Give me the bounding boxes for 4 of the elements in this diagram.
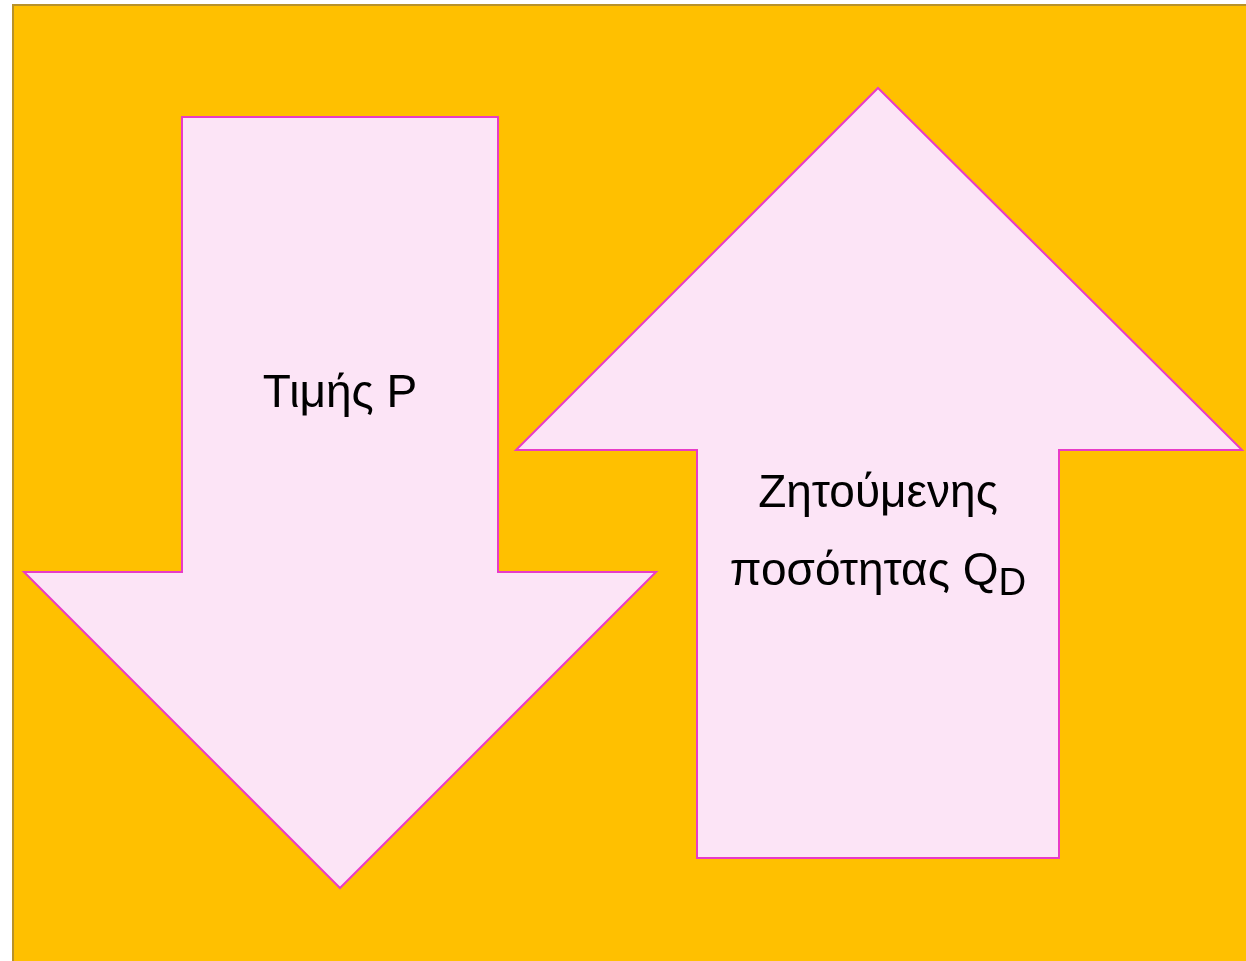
- arrow-label: Τιμής P: [261, 364, 419, 419]
- down-arrow-shape: [24, 117, 656, 888]
- up-arrow-shape: [516, 88, 1242, 858]
- arrow-label: Ζητούμενης ποσότητας Q$_{D}$: [728, 464, 1028, 606]
